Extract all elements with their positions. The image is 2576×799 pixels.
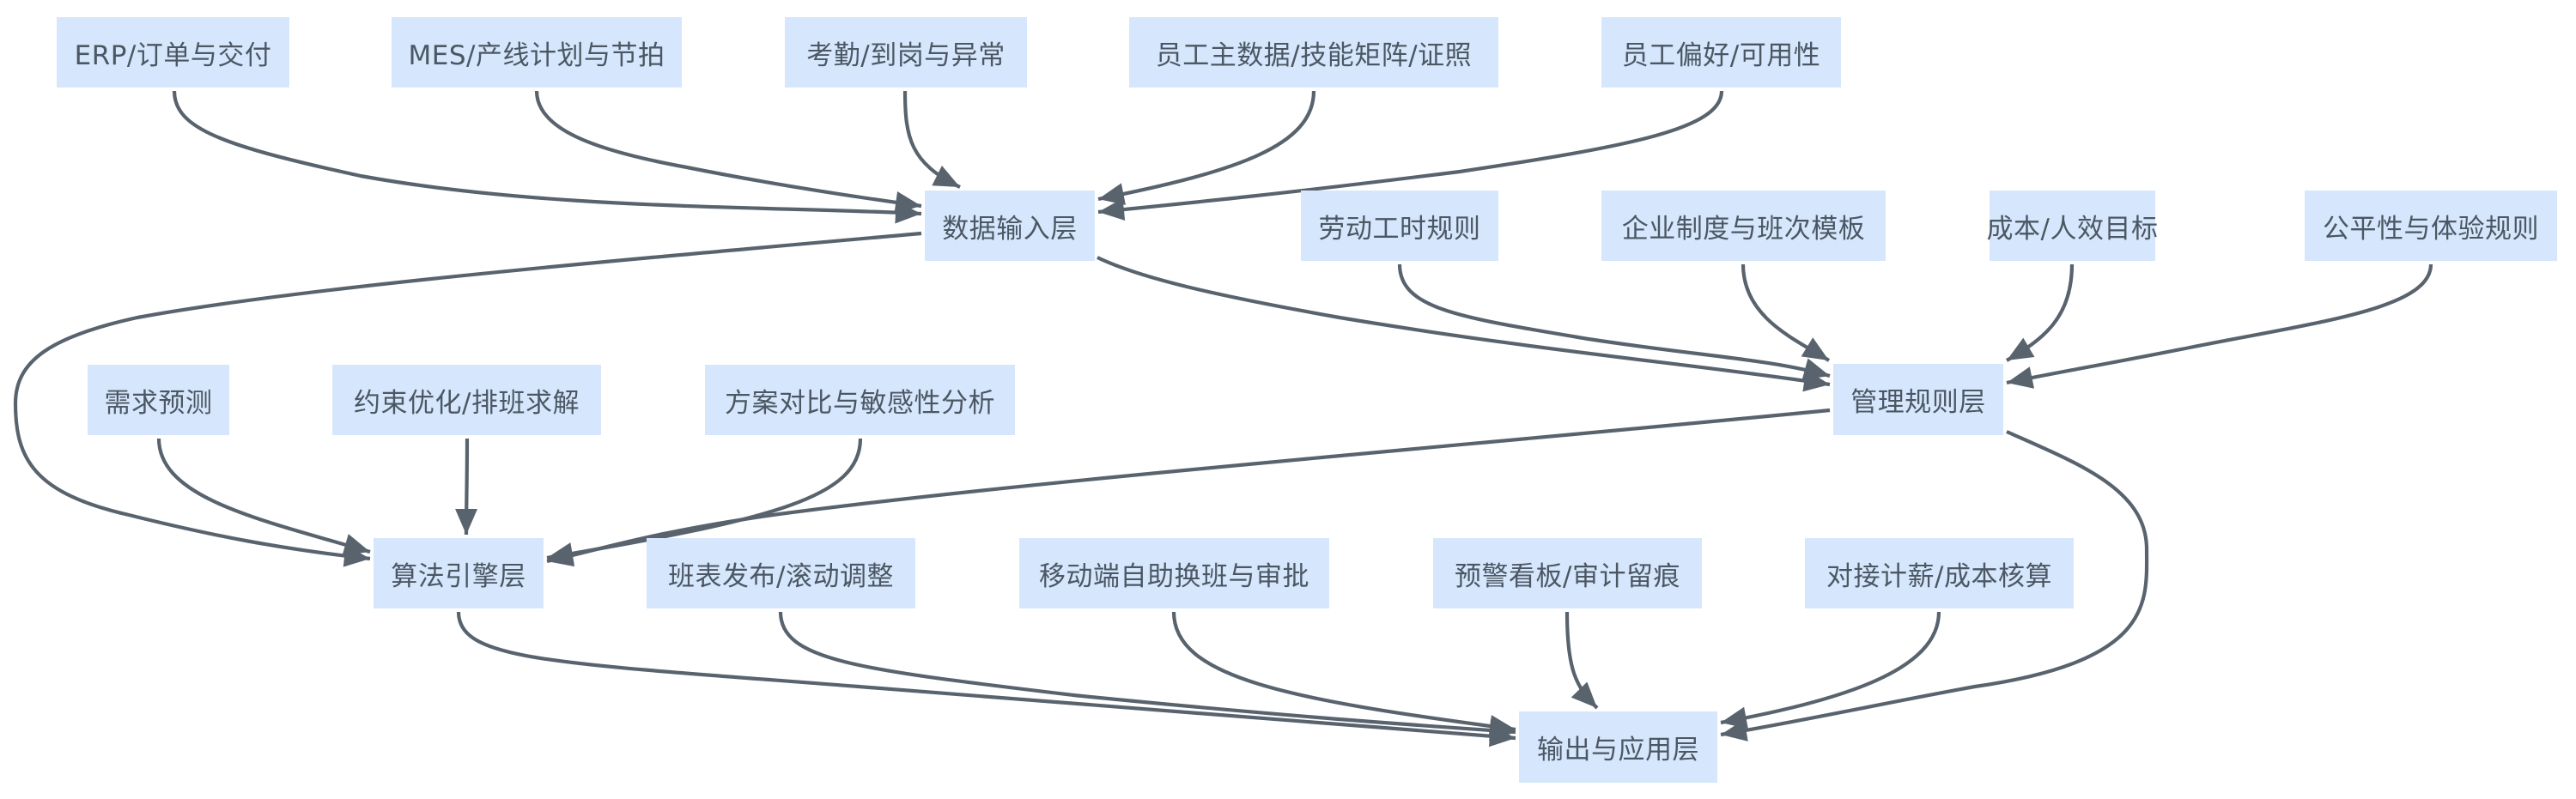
edge-data-to-mgmt <box>1097 256 1831 392</box>
node-label: 数据输入层 <box>942 213 1078 245</box>
arrowhead-icon <box>1488 715 1516 737</box>
edge-mgmt-to-out <box>1720 430 2149 741</box>
node-label: 管理规则层 <box>1850 387 1986 418</box>
node-output-application-layer[interactable]: 输出与应用层 <box>1519 711 1717 783</box>
edge-line <box>1097 256 1831 387</box>
node-management-rules-layer[interactable]: 管理规则层 <box>1833 364 2003 435</box>
edge-line <box>1397 263 1831 378</box>
arrowhead-icon <box>2007 337 2035 360</box>
arrowhead-icon <box>1721 719 1748 741</box>
node-attendance[interactable]: 考勤/到岗与异常 <box>785 17 1027 88</box>
edge-mes-to-data <box>534 90 922 214</box>
node-label: 公平性与体验规则 <box>2323 213 2539 245</box>
edge-line <box>902 90 961 189</box>
node-label: ERP/订单与交付 <box>74 39 272 71</box>
edge-erp-to-data <box>172 90 922 224</box>
edge-line <box>2006 263 2433 385</box>
node-scenario-comparison[interactable]: 方案对比与敏感性分析 <box>705 365 1015 435</box>
node-label: 成本/人效目标 <box>1986 213 2159 245</box>
edge-fc-to-algo <box>156 438 371 556</box>
edge-line <box>1720 430 2149 737</box>
edge-line <box>456 611 1516 741</box>
node-label: 班表发布/滚动调整 <box>668 560 894 592</box>
arrowhead-icon <box>342 534 370 556</box>
arrowhead-icon <box>547 544 575 567</box>
node-label: 输出与应用层 <box>1537 735 1699 766</box>
edge-pub-to-out <box>778 611 1516 741</box>
node-mobile-self-service[interactable]: 移动端自助换班与审批 <box>1019 538 1329 608</box>
edge-mob-to-out <box>1171 611 1516 737</box>
arrowhead-icon <box>455 508 478 535</box>
edge-algo-to-out <box>456 611 1516 748</box>
node-mes-line-plan[interactable]: MES/产线计划与节拍 <box>392 17 682 88</box>
edge-line <box>534 90 922 209</box>
node-label: 约束优化/排班求解 <box>354 387 580 419</box>
arrowhead-icon <box>1098 198 1126 221</box>
node-label: 考勤/到岗与异常 <box>806 39 1005 71</box>
edge-line <box>546 408 1831 564</box>
node-employee-preferences[interactable]: 员工偏好/可用性 <box>1601 17 1841 88</box>
edge-line <box>1171 611 1516 732</box>
arrowhead-icon <box>1801 337 1829 360</box>
node-cost-efficiency-targets[interactable]: 成本/人效目标 <box>1987 191 2158 261</box>
node-label: 算法引擎层 <box>391 560 526 592</box>
node-label: MES/产线计划与节拍 <box>408 39 665 71</box>
node-label: 预警看板/审计留痕 <box>1455 560 1680 592</box>
node-label: 劳动工时规则 <box>1318 213 1481 245</box>
edge-line <box>778 611 1516 735</box>
edge-emp-to-data <box>1097 90 1316 205</box>
edge-line <box>1097 90 1724 215</box>
edge-opt-to-algo <box>455 438 478 536</box>
node-employee-master-data[interactable]: 员工主数据/技能矩阵/证照 <box>1129 17 1498 88</box>
arrowhead-icon <box>932 165 960 187</box>
node-erp-orders[interactable]: ERP/订单与交付 <box>57 17 289 88</box>
edge-line <box>546 438 863 560</box>
node-algorithm-engine-layer[interactable]: 算法引擎层 <box>374 538 544 608</box>
node-label: 员工主数据/技能矩阵/证照 <box>1155 39 1473 71</box>
node-payroll-cost-accounting[interactable]: 对接计薪/成本核算 <box>1805 538 2074 608</box>
edge-line <box>13 231 922 561</box>
node-demand-forecast[interactable]: 需求预测 <box>88 365 229 435</box>
edge-pref-to-data <box>1097 90 1724 221</box>
node-label: 企业制度与班次模板 <box>1621 213 1866 245</box>
edge-line <box>2005 263 2075 362</box>
node-alert-dashboard-audit[interactable]: 预警看板/审计留痕 <box>1433 538 1702 608</box>
edge-line <box>172 90 922 216</box>
arrowhead-icon <box>894 191 921 214</box>
node-label: 对接计薪/成本核算 <box>1826 560 2052 592</box>
edge-cost-to-mgmt <box>2005 263 2075 362</box>
edge-corp-to-mgmt <box>1741 263 1831 362</box>
node-label: 需求预测 <box>104 387 213 419</box>
node-label: 方案对比与敏感性分析 <box>725 387 995 419</box>
node-data-input-layer[interactable]: 数据输入层 <box>925 191 1095 261</box>
edge-line <box>156 438 371 554</box>
node-corporate-shift-templates[interactable]: 企业制度与班次模板 <box>1601 191 1886 261</box>
node-labor-hour-rules[interactable]: 劳动工时规则 <box>1301 191 1498 261</box>
edge-pay-to-out <box>1720 611 1941 729</box>
edge-line <box>1097 90 1316 202</box>
edge-att-to-data <box>902 90 961 189</box>
node-fairness-experience-rules[interactable]: 公平性与体验规则 <box>2305 191 2557 261</box>
edge-labor-to-mgmt <box>1397 263 1831 380</box>
arrowhead-icon <box>1571 681 1597 708</box>
node-label: 移动端自助换班与审批 <box>1039 560 1309 592</box>
node-label: 员工偏好/可用性 <box>1621 39 1821 71</box>
node-schedule-publish[interactable]: 班表发布/滚动调整 <box>647 538 915 608</box>
node-constraint-optimization[interactable]: 约束优化/排班求解 <box>332 365 601 435</box>
arrowhead-icon <box>2007 366 2035 389</box>
edge-fair-to-mgmt <box>2006 263 2433 389</box>
arrowhead-icon <box>1801 358 1830 380</box>
edge-warn-to-out <box>1564 611 1599 710</box>
edge-mgmt-to-algo <box>546 408 1831 567</box>
edge-line <box>1720 611 1941 725</box>
arrowhead-icon <box>1098 183 1126 205</box>
